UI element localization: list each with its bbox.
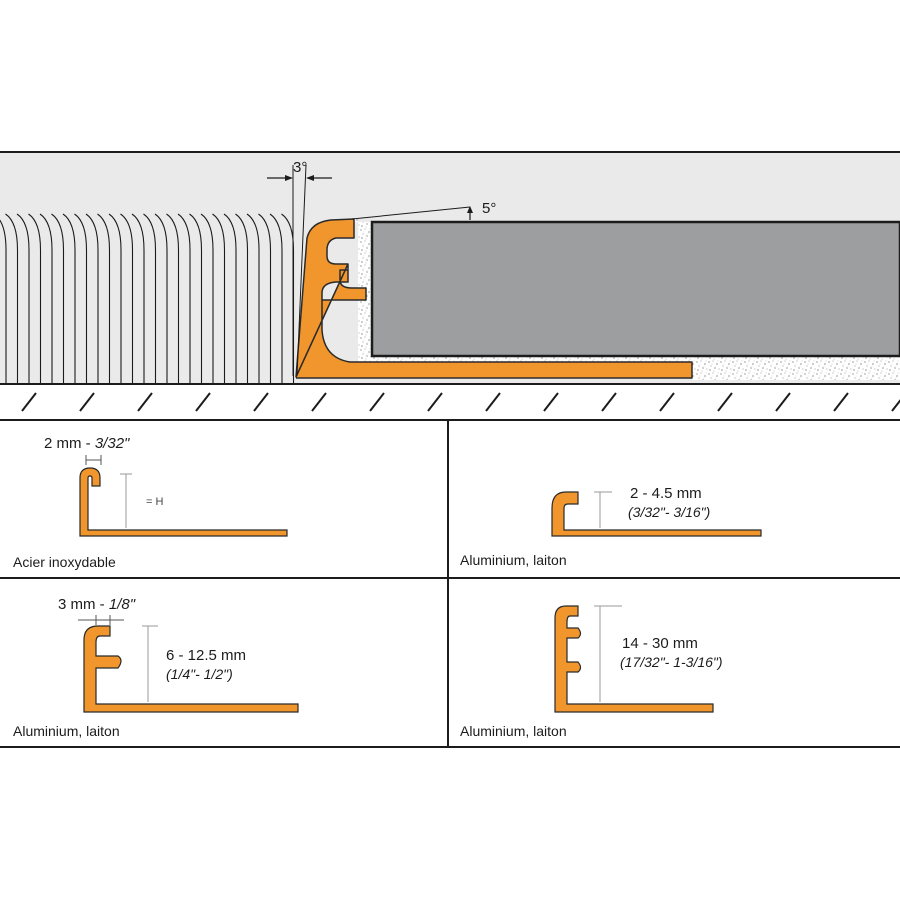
panel-grid [0,420,900,748]
tile-rib-line [97,213,111,384]
panel-e-aluminium: 3 mm - 1/8" 6 - 12.5 mm (1/4"- 1/2") Alu… [13,596,299,739]
material-label-e: Aluminium, laiton [13,723,120,739]
profile-tall-icon [554,605,714,713]
cross-section: 3° 5° [0,151,900,421]
profile-stainless-icon [79,467,288,537]
tile-rib-line [143,213,157,384]
tile-rib-line [0,219,7,384]
tile-rib-line [166,213,180,384]
hatch-stroke [659,392,675,412]
height-label-imperial-e: (1/4"- 1/2") [166,666,233,682]
profile-e-icon [83,625,299,713]
height-label-e: 6 - 12.5 mm [166,647,246,664]
tile-rib-line [28,213,42,384]
hatch-stroke [195,392,211,412]
tile-rib-line [74,213,88,384]
height-label-round: 2 - 4.5 mm [630,485,702,502]
tile-rib-line [39,213,53,384]
tile-rib-line [189,213,203,384]
tile-rib-line [16,213,30,384]
height-label-imperial-tall: (17/32"- 1-3/16") [620,654,723,670]
angle-3-label: 3° [293,159,307,176]
hatch-stroke [543,392,559,412]
height-label-tall: 14 - 30 mm [622,635,698,652]
tile-rib-line [200,213,214,384]
hatch-stroke [485,392,501,412]
tile-rib-line [131,213,145,384]
panel-tall-aluminium: 14 - 30 mm (17/32"- 1-3/16") Aluminium, … [460,605,723,739]
hatch-stroke [833,392,849,412]
hatch-stroke [717,392,733,412]
tile-rib-line [177,213,191,384]
tile-rib-line [246,213,260,384]
height-label-stainless: = H [146,496,163,508]
height-label-imperial-round: (3/32"- 3/16") [628,504,710,520]
panel-round-aluminium: 2 - 4.5 mm (3/32"- 3/16") Aluminium, lai… [460,485,762,568]
angle-5-label: 5° [482,200,496,217]
angle-5-ref-line [351,206,471,220]
orange-profile [295,218,693,379]
tile-rib-line [5,213,19,384]
material-label-round: Aluminium, laiton [460,552,567,568]
mortar-strip [692,356,900,380]
hatch-stroke [369,392,385,412]
hatch-stroke [253,392,269,412]
thickness-label-e: 3 mm - 1/8" [58,596,136,613]
hatch-stroke [311,392,327,412]
substrate-hatch [21,392,900,412]
tile-rib-line [108,213,122,384]
tile-rib-line [85,213,99,384]
hatch-stroke [601,392,617,412]
material-label-stainless: Acier inoxydable [13,554,116,570]
thickness-label-stainless: 2 mm - 3/32" [44,435,130,452]
tile-rib-line [120,213,134,384]
angle-3-ref-right [296,164,307,377]
tile [370,220,900,358]
tile-rib-line [269,213,283,384]
tile-rib-line [258,213,272,384]
tile-rib-line [235,213,249,384]
tile-rib-line [223,213,237,384]
hatch-stroke [137,392,153,412]
profile-round-icon [551,491,762,537]
angle-5-arrowhead [467,206,473,213]
tile-rib-line [62,213,76,384]
material-label-tall: Aluminium, laiton [460,723,567,739]
angle-3-arrowhead-right [306,175,314,181]
tile-rib-line [154,213,168,384]
hatch-stroke [79,392,95,412]
angle-3-arrowhead-left [285,175,293,181]
hatch-stroke [21,392,37,412]
hatch-stroke [775,392,791,412]
tile-rib-line [51,213,65,384]
hatch-stroke [891,399,900,412]
panel-stainless: 2 mm - 3/32" = H Acier inoxydable [13,435,288,570]
tile-rib-line [212,213,226,384]
existing-tile-ribs [0,213,295,384]
hatch-stroke [427,392,443,412]
